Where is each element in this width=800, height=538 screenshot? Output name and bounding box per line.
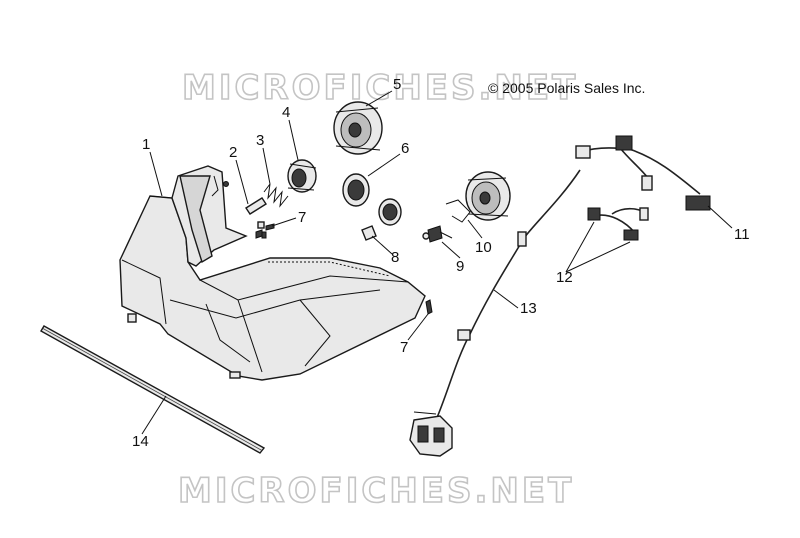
headlight-reflector-upper — [333, 101, 383, 155]
headlight-housing — [119, 165, 426, 381]
callout-2: 2 — [229, 144, 237, 161]
retaining-ring-large — [342, 173, 370, 207]
watermark-bottom: MICROFICHES.NET — [178, 471, 574, 511]
headlight-reflector-lower — [465, 171, 511, 221]
callout-11: 11 — [734, 226, 750, 243]
callout-7-upper: 7 — [298, 209, 306, 226]
callout-13: 13 — [520, 300, 537, 317]
seal-strip — [40, 325, 266, 454]
watermark-top: MICROFICHES.NET — [182, 68, 578, 108]
callout-3: 3 — [256, 132, 264, 149]
callout-5: 5 — [393, 76, 401, 93]
adjuster-spring — [263, 183, 289, 208]
wire-harness-main — [575, 135, 711, 211]
headlight-bulb — [422, 225, 453, 243]
callout-4: 4 — [282, 104, 290, 121]
callout-7-lower: 7 — [400, 339, 408, 356]
clip-part — [223, 181, 267, 239]
callout-14: 14 — [132, 433, 149, 450]
bulb-wire-clip — [445, 199, 471, 223]
callout-9: 9 — [456, 258, 464, 275]
copyright-text: © 2005 Polaris Sales Inc. — [488, 80, 645, 96]
screw-lower — [425, 299, 433, 315]
leader-lines — [141, 90, 733, 435]
retaining-ring-small — [378, 198, 402, 226]
callout-12: 12 — [556, 269, 573, 286]
headlight-harness-cable — [409, 169, 581, 457]
callout-8: 8 — [391, 249, 399, 266]
wire-harness-sub — [587, 207, 649, 241]
callout-10: 10 — [475, 239, 492, 256]
callout-6: 6 — [401, 140, 409, 157]
adjuster-knob — [287, 159, 317, 193]
callout-1: 1 — [142, 136, 150, 153]
